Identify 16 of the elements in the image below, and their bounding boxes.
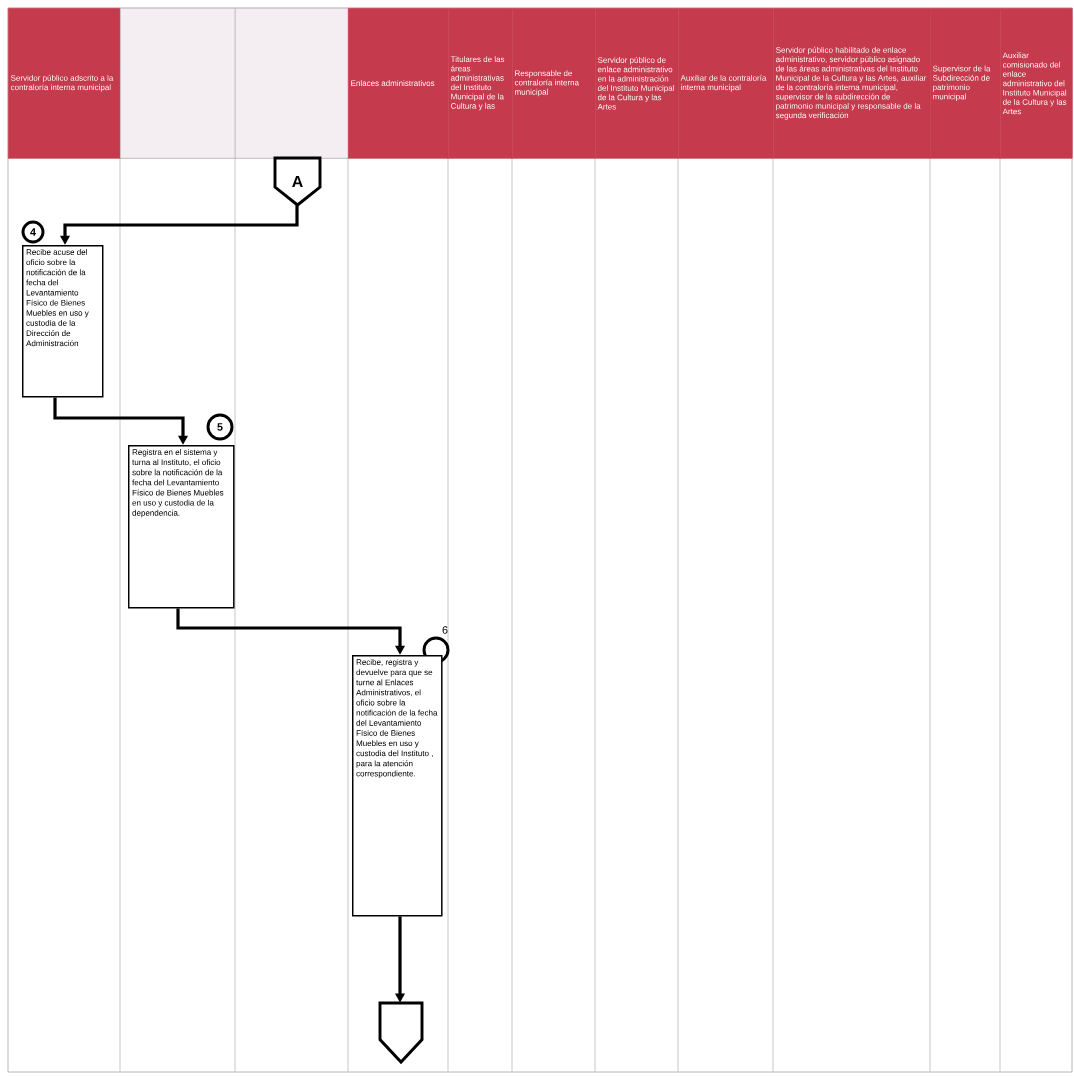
lane-header: Supervisor de la Subdirección de patrimonio municipal: [930, 8, 1001, 159]
lane-header: Responsable de contraloría interna municipal: [512, 8, 596, 159]
lane-header: Auxiliar de la contraloría interna municipal: [678, 8, 774, 159]
lane-header: [120, 8, 236, 159]
lane-header: Titulares de las áreas administrativas del Instituto Municipal de la Cultura y las: [448, 8, 513, 159]
node-label: 6: [442, 626, 448, 634]
lane-header: [235, 8, 349, 159]
process-box: Registra en el sistema y turna al Instituto, el oficio sobre la notificación de la fecha del Levantamiento Físico de Bienes Muebles en uso y custodia de la dependencia.: [128, 445, 235, 609]
process-box: Recibe, registra y devuelve para que se turne al Enlaces Administrativos, el oficio sobre la notificación de la fecha del Levantamiento Físico de Bienes Muebles en uso y custodia del Instituto , para la atención correspondiente.: [352, 655, 443, 917]
lane-header: Servidor público de enlace administrativo en la administración del Instituto Municipal de la Cultura y las Artes: [595, 8, 679, 159]
process-box: Recibe acuse del oficio sobre la notificación de la fecha del Levantamiento Físico de Bienes Muebles en uso y custodia de la Dirección de Administración: [22, 245, 104, 398]
lane-header: Servidor público adscrito a la contraloría interna municipal: [8, 8, 121, 159]
off-page-connector: A: [273, 156, 322, 207]
lane-header: Auxiliar comisionado del enlace administrativo del Instituto Municipal de la Cultura y las Artes: [1000, 8, 1073, 159]
lane-header: Enlaces administrativos: [348, 8, 449, 159]
off-page-connector: [378, 1001, 424, 1065]
